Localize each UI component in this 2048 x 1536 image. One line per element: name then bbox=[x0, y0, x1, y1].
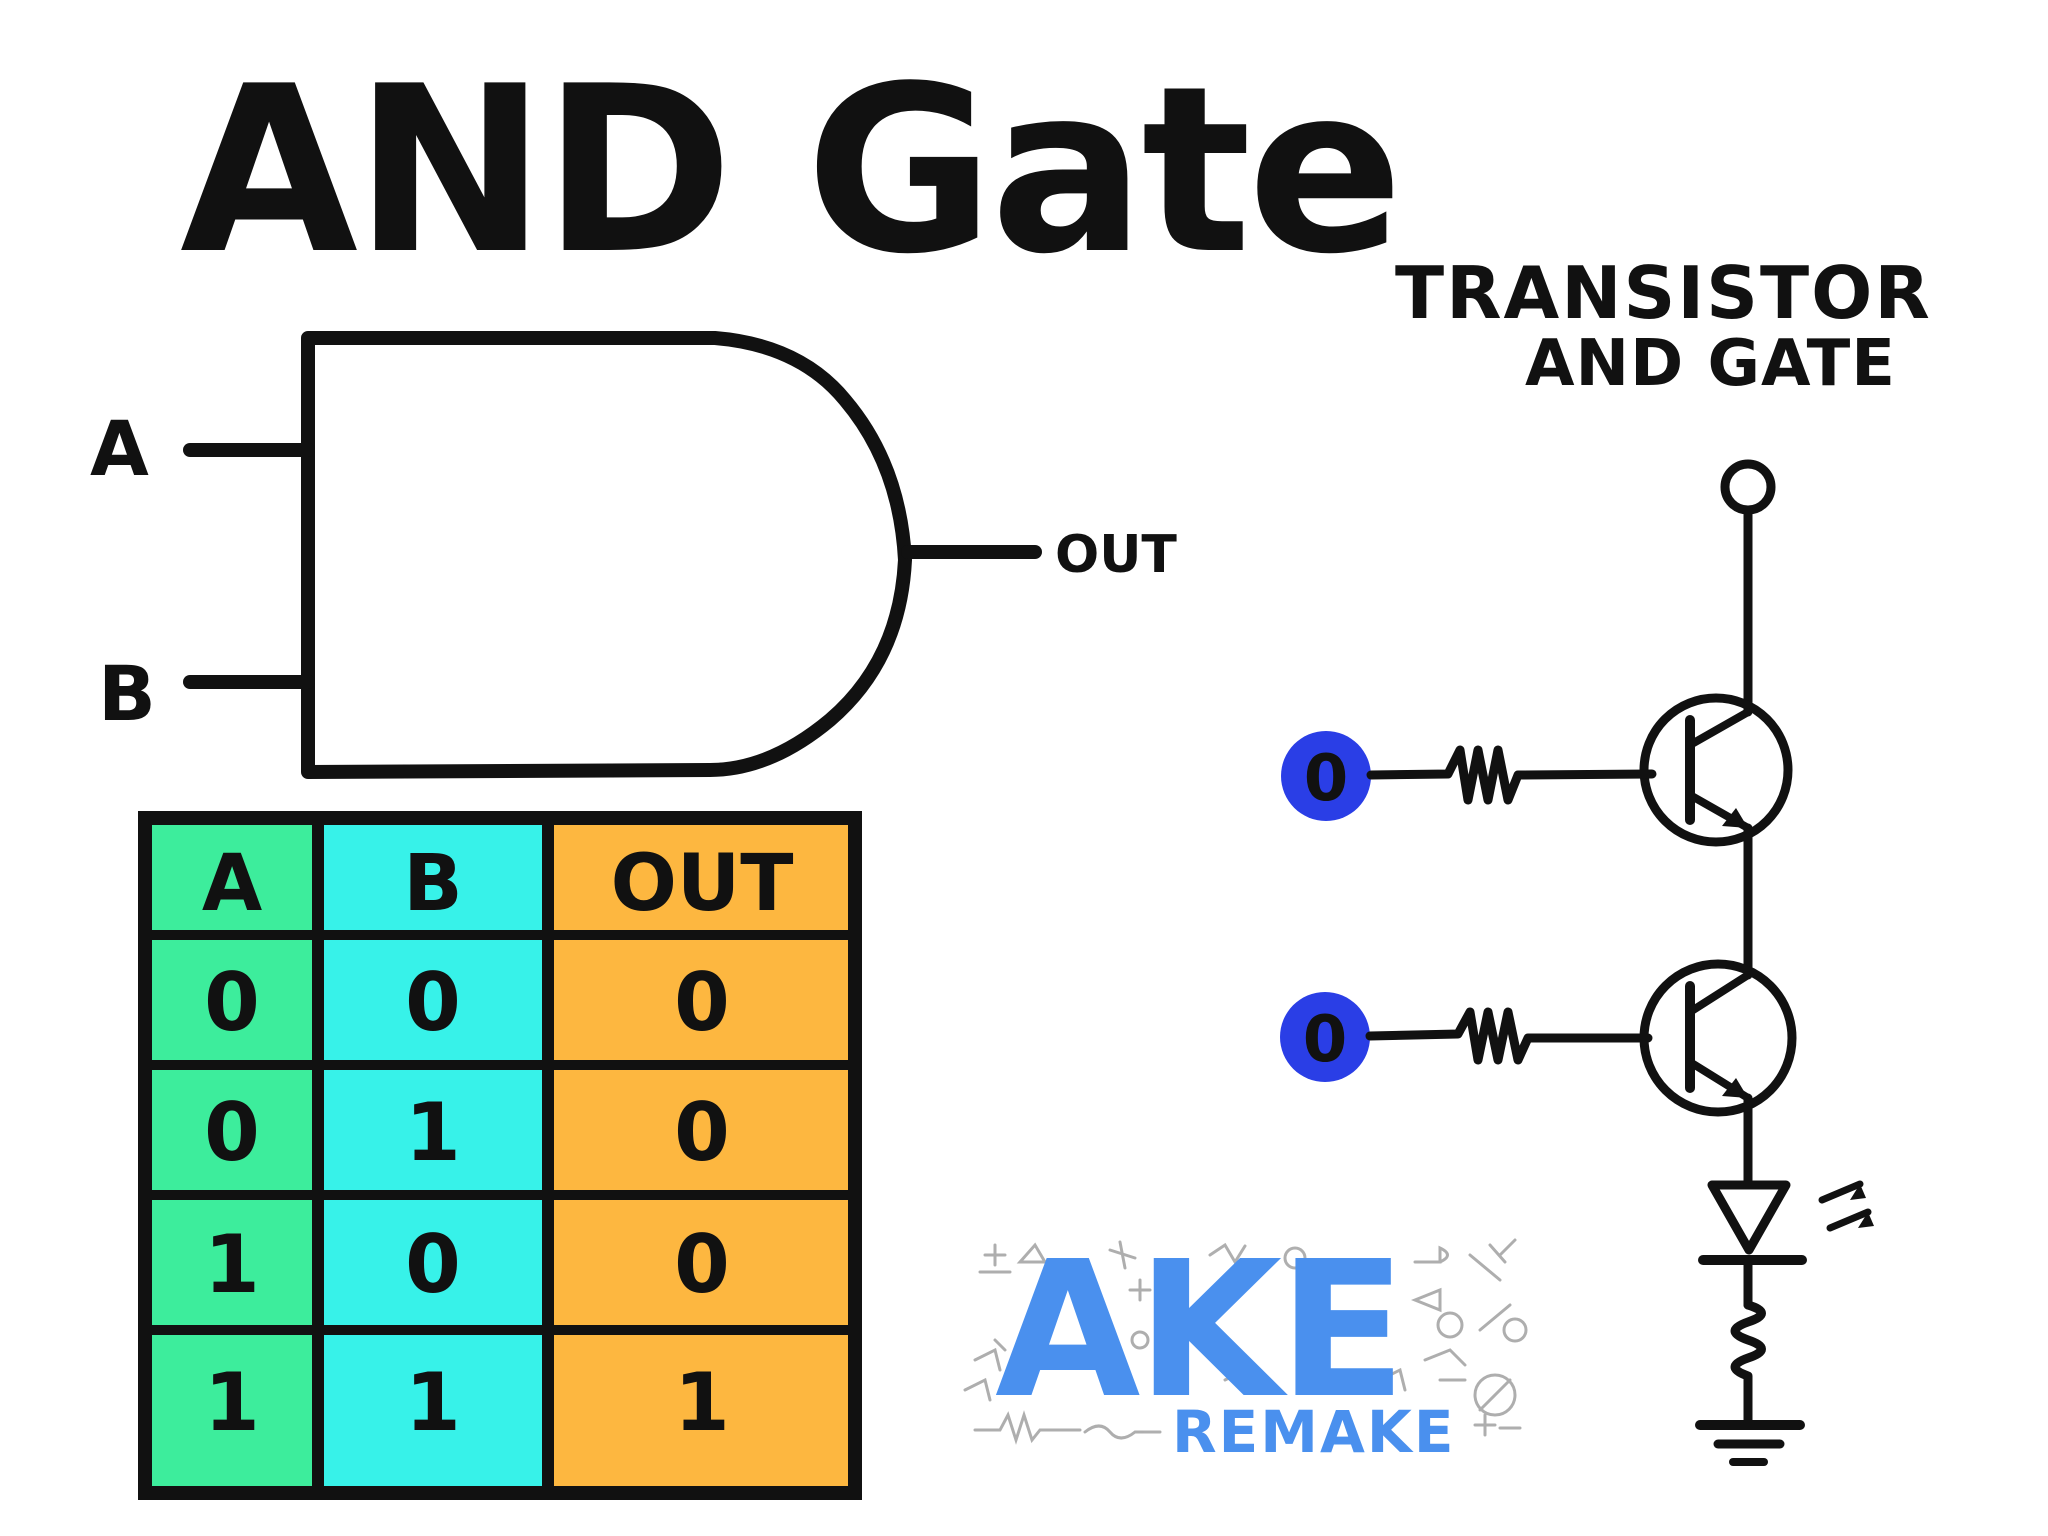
input-top-value: 0 bbox=[1304, 742, 1349, 816]
page-title: AND Gate bbox=[180, 38, 1399, 305]
table-border bbox=[138, 811, 862, 1500]
table-cell: 1 bbox=[204, 1356, 260, 1449]
table-cell: 0 bbox=[405, 1218, 461, 1311]
transistor-top-icon bbox=[1639, 693, 1793, 847]
table-cell: 1 bbox=[204, 1218, 260, 1311]
and-gate-symbol: A B OUT bbox=[90, 331, 1177, 779]
circuit-title-line2: AND GATE bbox=[1525, 327, 1896, 401]
input-terminal-bottom[interactable] bbox=[1280, 992, 1370, 1082]
table-cell: 0 bbox=[204, 956, 260, 1049]
ake-remake-logo: AKE REMAKE bbox=[963, 1221, 1528, 1466]
table-cell: 0 bbox=[674, 1218, 730, 1311]
circuit-title-line1: TRANSISTOR bbox=[1395, 251, 1932, 335]
resistor-load-icon bbox=[1730, 1300, 1766, 1430]
and-gate-body bbox=[301, 331, 912, 779]
table-cell: 0 bbox=[204, 1086, 260, 1179]
transistor-bottom-icon bbox=[1639, 959, 1797, 1117]
table-cell: 1 bbox=[405, 1086, 461, 1179]
input-a-label: A bbox=[90, 404, 149, 493]
input-b-label: B bbox=[98, 649, 156, 738]
logo-main-text: AKE bbox=[995, 1221, 1403, 1440]
logo-sub-text: REMAKE bbox=[1172, 1398, 1455, 1466]
resistor-top-icon bbox=[1366, 745, 1657, 805]
table-cell: 0 bbox=[674, 1086, 730, 1179]
table-cell: 0 bbox=[405, 956, 461, 1049]
resistor-bottom-icon bbox=[1365, 1007, 1653, 1065]
transistor-circuit: TRANSISTOR AND GATE 0 0 bbox=[1280, 251, 1932, 1466]
header-out: OUT bbox=[611, 839, 794, 929]
supply-terminal-icon bbox=[1720, 459, 1776, 515]
table-cell: 1 bbox=[674, 1356, 730, 1449]
truth-table: A B OUT 0 0 0 0 1 0 1 0 0 1 1 1 bbox=[138, 811, 862, 1500]
logo-doodle-background bbox=[963, 1238, 1528, 1445]
table-cell: 1 bbox=[405, 1356, 461, 1449]
input-bottom-value: 0 bbox=[1303, 1003, 1348, 1077]
header-a: A bbox=[202, 839, 262, 929]
ground-icon bbox=[1695, 1420, 1805, 1466]
header-b: B bbox=[403, 839, 462, 929]
table-cell: 0 bbox=[674, 956, 730, 1049]
led-icon bbox=[1698, 1180, 1874, 1265]
output-label: OUT bbox=[1055, 525, 1177, 585]
input-terminal-top[interactable] bbox=[1281, 731, 1371, 821]
